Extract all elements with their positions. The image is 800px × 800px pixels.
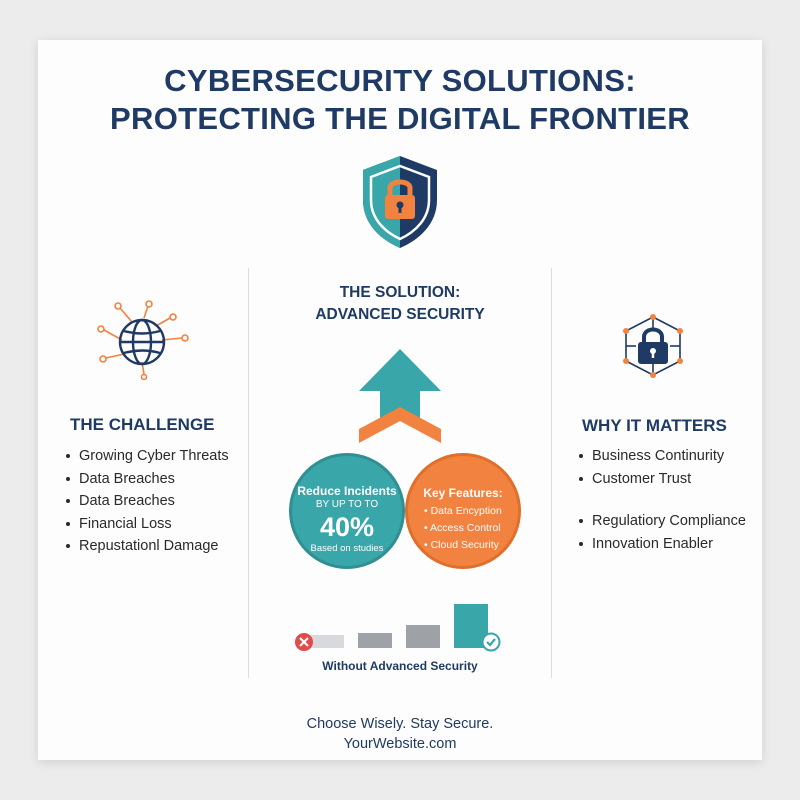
footer-tagline: Choose Wisely. Stay Secure. (306, 716, 494, 732)
column-divider-right (551, 268, 552, 678)
list-item: Customer Trust (576, 468, 746, 491)
stat-value: 40% (319, 512, 375, 542)
comparison-bar-chart (295, 604, 501, 652)
list-item: Data Breaches (63, 490, 229, 513)
shield-lock-icon (363, 156, 437, 248)
chevron-up-icon (359, 407, 441, 443)
check-icon (481, 632, 501, 652)
challenge-list: Growing Cyber Threats Data Breaches Data… (63, 445, 229, 558)
footer: Choose Wisely. Stay Secure. YourWebsite.… (0, 714, 800, 754)
page-title: CYBERSECURITY SOLUTIONS: PROTECTING THE … (0, 62, 800, 138)
title-line-2: PROTECTING THE DIGITAL FRONTIER (110, 101, 690, 136)
stat-line-1: Reduce Incidents (297, 484, 397, 498)
stat-circle: Reduce Incidents BY UP TO TO 40% Based o… (289, 453, 405, 569)
footer-website: YourWebsite.com (343, 736, 457, 752)
list-item: Data Breaches (63, 468, 229, 491)
chart-caption: Without Advanced Security (322, 659, 478, 673)
features-circle: Key Features: Data Encyption Access Cont… (405, 453, 521, 569)
stat-note: Based on studies (310, 543, 384, 554)
features-title: Key Features: (423, 486, 503, 500)
column-divider-left (248, 268, 249, 678)
list-item: Business Continurity (576, 445, 746, 468)
bar-2 (358, 633, 392, 648)
features-list: Data Encyption Access Control Cloud Secu… (408, 503, 518, 554)
list-item: Financial Loss (63, 513, 229, 536)
bar-1 (310, 635, 344, 648)
arrow-up-icon (359, 349, 441, 443)
list-item: Cloud Security (424, 537, 518, 554)
lock-network-icon (623, 314, 683, 378)
solution-heading-line-2: ADVANCED SECURITY (315, 306, 485, 323)
matters-heading: WHY IT MATTERS (582, 416, 727, 435)
globe-network-icon (97, 300, 189, 380)
title-line-1: CYBERSECURITY SOLUTIONS: (164, 63, 636, 98)
list-item: Regulatiory Compliance (576, 510, 746, 533)
list-item: Growing Cyber Threats (63, 445, 229, 468)
challenge-heading: THE CHALLENGE (70, 415, 215, 434)
list-item: Innovation Enabler (576, 533, 746, 556)
list-item: Data Encyption (424, 503, 518, 520)
stat-line-2: BY UP TO TO (315, 499, 379, 510)
solution-heading: THE SOLUTION: ADVANCED SECURITY (249, 282, 551, 326)
list-item: Repustationl Damage (63, 535, 229, 558)
cross-icon (295, 633, 313, 651)
list-item: Access Control (424, 520, 518, 537)
matters-list: Business Continurity Customer Trust Regu… (576, 445, 746, 556)
bar-3 (406, 625, 440, 648)
solution-heading-line-1: THE SOLUTION: (339, 284, 461, 301)
